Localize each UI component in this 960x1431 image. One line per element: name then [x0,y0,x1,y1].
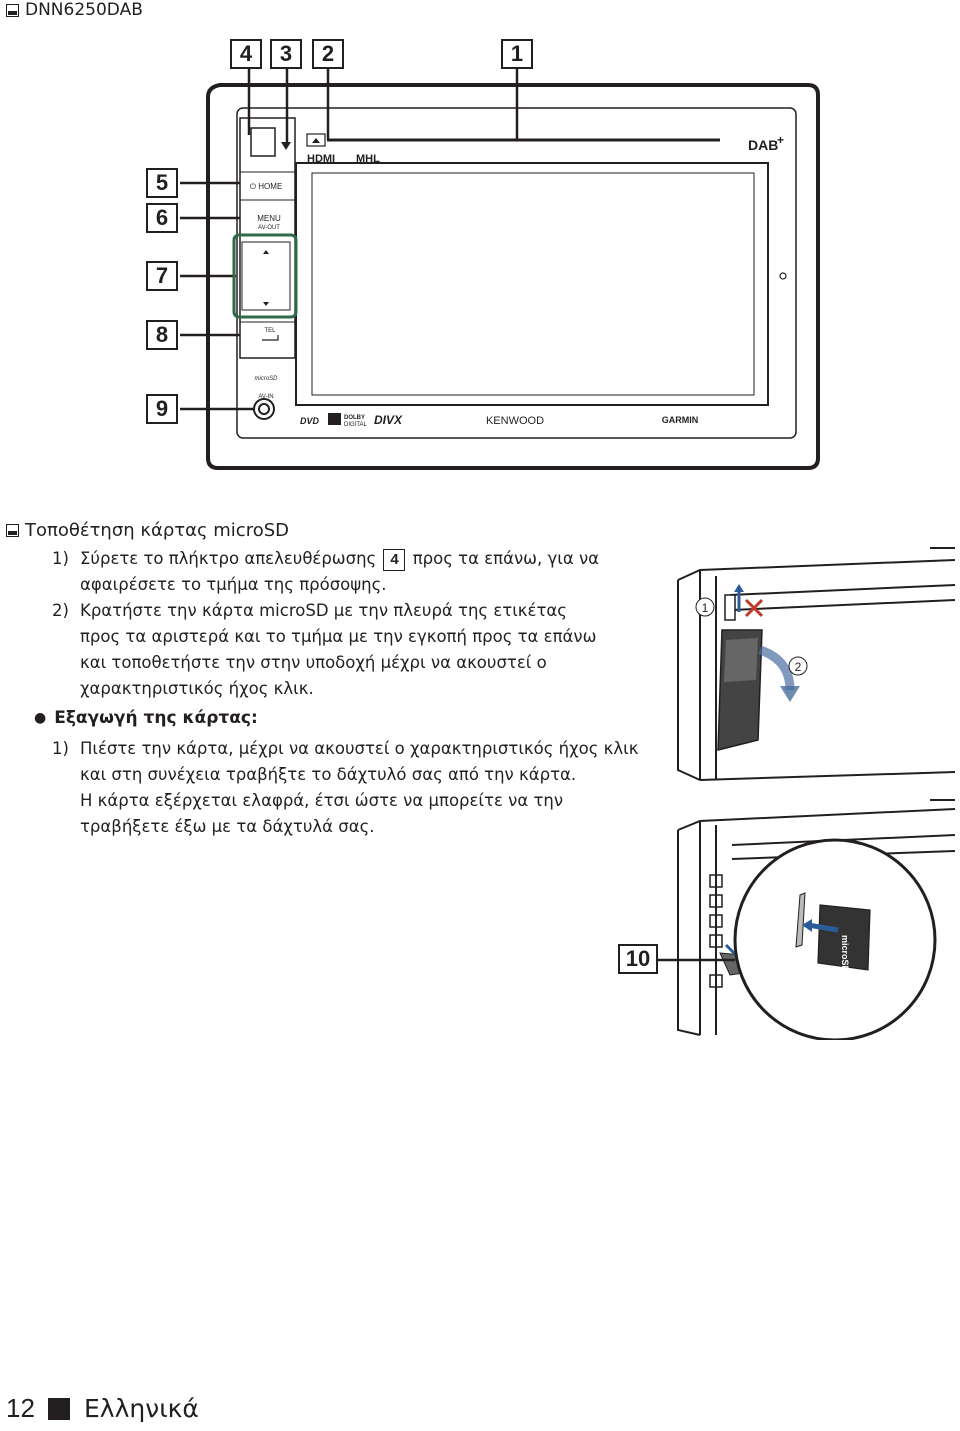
callout-7: 7 [146,261,178,291]
callout-2: 2 [312,39,344,69]
card-label: microSD [840,935,850,973]
section-title: Τοποθέτηση κάρτας microSD [6,520,289,541]
step-text: Πιέστε την κάρτα, μέχρι να ακουστεί ο χα… [80,739,639,758]
microsd-logo: microSD [254,376,278,382]
step-text: χαρακτηριστικός ήχος κλικ. [80,679,314,698]
step-text: Κρατήστε την κάρτα microSD με την πλευρά… [80,601,567,620]
callout-9: 9 [146,394,178,424]
step-text: προς τα επάνω, για να [412,549,600,568]
step-text: Σύρετε το πλήκτρο απελευθέρωσης [80,549,377,568]
callout-8: 8 [146,320,178,350]
footer-square-icon [48,1398,70,1420]
model-name: DNN6250DAB [25,0,143,20]
device-front-diagram: ⏻ HOME MENU AV-OUT TEL microSD AV-IN HDM… [180,67,820,470]
dab-plus-logo: + [777,133,784,147]
step-number: 1) [52,549,69,568]
card-slot-illustration: microSD [677,799,955,1040]
card-insert-illustration: 1 2 [677,547,955,781]
callout-6: 6 [146,203,178,233]
dvd-logo: DVD [300,416,320,426]
mhl-logo: MHL [356,153,380,165]
callout-1: 1 [501,39,533,69]
menu-button-label: MENU [257,214,281,223]
section-marker-icon [6,524,19,537]
step-marker-1: 1 [702,601,709,615]
bullet-icon: ● [34,710,47,726]
section-title-text: Τοποθέτηση κάρτας microSD [25,520,290,541]
av-in-label: AV-IN [258,394,273,400]
callout-3: 3 [270,39,302,69]
page-number: 12 [6,1393,35,1423]
av-out-label: AV-OUT [258,225,280,231]
section-marker-icon [6,3,19,17]
step-number: 1) [52,739,69,758]
dolby-icon [328,413,341,425]
divx-logo: DIVX [374,413,403,427]
hdmi-logo: HDMI [307,153,335,165]
insert-step-2: 2) Κρατήστε την κάρτα microSD με την πλευ… [52,598,672,702]
insert-step-1: 1) Σύρετε το πλήκτρο απελευθέρωσης 4 προς… [52,546,652,598]
callout-10-leader [655,958,735,962]
tel-label: TEL [264,328,276,334]
step-text: προς τα αριστερά και το τμήμα με την εγκ… [80,627,597,646]
dolby-logo-line2: DIGITAL [344,422,368,428]
callout-10: 10 [618,944,658,974]
dolby-logo-line1: DOLBY [344,415,365,421]
step-number: 2) [52,601,69,620]
step-marker-2: 2 [795,660,802,674]
step-text: Η κάρτα εξέρχεται ελαφρά, έτσι ώστε να μ… [80,791,564,810]
footer-language: Ελληνικά [84,1394,199,1423]
kenwood-logo: KENWOOD [486,415,544,427]
home-button-label: HOME [258,182,282,191]
inline-callout-ref: 4 [383,548,406,571]
eject-step-1: 1) Πιέστε την κάρτα, μέχρι να ακουστεί ο … [52,736,672,840]
step-text: και τοποθετήστε την στην υποδοχή μέχρι ν… [80,653,547,672]
step-text: τραβήξετε έξω με τα δάχτυλά σας. [80,817,375,836]
step-text: και στη συνέχεια τραβήξτε το δάχτυλό σας… [80,765,577,784]
dab-logo: DAB [748,137,778,153]
garmin-logo: GARMIN [662,415,699,425]
svg-text:⏻ HOME: ⏻ HOME [250,182,283,191]
step-text: αφαιρέσετε το τμήμα της πρόσοψης. [80,575,387,594]
page-header: DNN6250DAB [6,0,143,20]
callout-5: 5 [146,168,178,198]
callout-4: 4 [230,39,262,69]
eject-title: Εξαγωγή της κάρτας: [54,708,258,728]
eject-heading: ● Εξαγωγή της κάρτας: [34,708,258,728]
